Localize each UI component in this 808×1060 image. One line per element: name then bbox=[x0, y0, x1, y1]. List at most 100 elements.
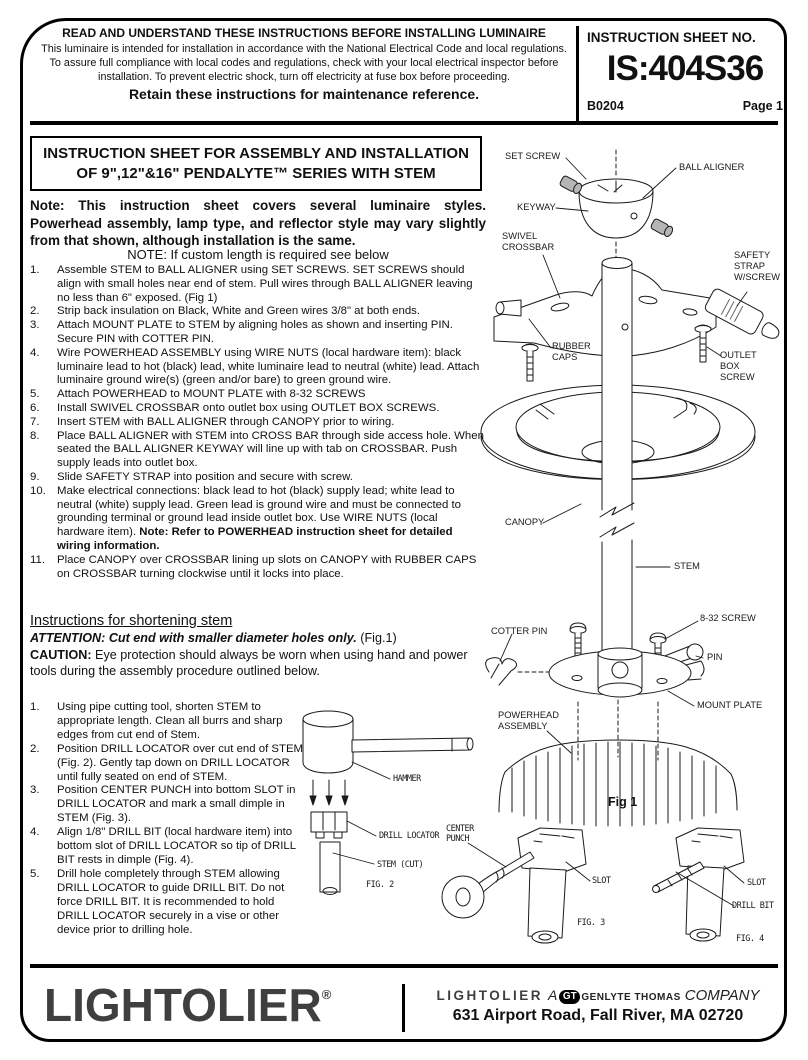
step-number: 5. bbox=[30, 388, 40, 401]
step-number: 3. bbox=[30, 784, 40, 797]
label-cotter-pin: COTTER PIN bbox=[491, 626, 548, 636]
fig3-caption: FIG. 3 bbox=[577, 918, 605, 928]
label-8-32-screw: 8-32 SCREW bbox=[700, 613, 756, 623]
sheet-number-label: INSTRUCTION SHEET NO. bbox=[587, 30, 756, 45]
label-fig4-slot: SLOT bbox=[747, 878, 766, 888]
footer-brand-small: LIGHTOLIER bbox=[436, 988, 543, 1003]
shortening-heading: Instructions for shortening stem bbox=[30, 613, 233, 629]
step-text: Strip back insulation on Black, White an… bbox=[57, 305, 421, 318]
shortening-step-1: 1. Using pipe cutting tool, shorten STEM … bbox=[30, 701, 308, 743]
fig4-caption: FIG. 4 bbox=[736, 934, 764, 944]
footer-genlyte-thomas: GENLYTE THOMAS bbox=[581, 992, 681, 1003]
assembly-step-7: 7. Insert STEM with BALL ALIGNER through … bbox=[30, 416, 488, 430]
step-text: Position CENTER PUNCH into bottom SLOT i… bbox=[57, 784, 296, 825]
step-number: 6. bbox=[30, 401, 40, 414]
step-text: Assemble STEM to BALL ALIGNER using SET … bbox=[57, 264, 473, 304]
step-number: 4. bbox=[30, 346, 40, 359]
step-text: Place BALL ALIGNER with STEM into CROSS … bbox=[57, 429, 484, 470]
step-text: Using pipe cutting tool, shorten STEM to… bbox=[57, 701, 283, 741]
label-stem-cut: STEM (CUT) bbox=[377, 860, 424, 870]
title-line-2: OF 9",12"&16" PENDALYTE™ SERIES WITH STE… bbox=[76, 164, 436, 182]
header-warning-title: READ AND UNDERSTAND THESE INSTRUCTIONS B… bbox=[62, 26, 546, 40]
label-outlet-box-screw: OUTLET BOX SCREW bbox=[720, 350, 757, 383]
label-center-punch: CENTER PUNCH bbox=[446, 824, 474, 844]
step-text: Drill hole completely through STEM allow… bbox=[57, 867, 285, 936]
footer-divider bbox=[402, 984, 405, 1032]
assembly-step-9: 9.Slide SAFETY STRAP into position and s… bbox=[30, 471, 488, 485]
label-mount-plate: MOUNT PLATE bbox=[697, 700, 763, 710]
doc-code: B0204 bbox=[587, 99, 624, 113]
step-number: 8. bbox=[30, 429, 40, 442]
step-number: 3. bbox=[30, 319, 40, 332]
step-text-bold-note: Note: Refer to POWERHEAD instruction she… bbox=[57, 526, 453, 552]
assembly-step-1: 1. Assemble STEM to BALL ALIGNER using SE… bbox=[30, 264, 488, 305]
label-safety-strap: SAFETY STRAP W/SCREW bbox=[734, 250, 780, 283]
custom-length-note: NOTE: If custom length is required see b… bbox=[127, 247, 389, 262]
header-divider bbox=[576, 26, 579, 121]
assembly-step-10: 10. Make electrical connections: black le… bbox=[30, 485, 488, 554]
attention-bold: ATTENTION: Cut end with smaller diameter… bbox=[30, 631, 357, 645]
assembly-steps-list: 1. Assemble STEM to BALL ALIGNER using SE… bbox=[30, 264, 488, 581]
step-text: Place CANOPY over CROSSBAR lining up slo… bbox=[57, 553, 477, 580]
shortening-step-2: 2. Position DRILL LOCATOR over cut end of… bbox=[30, 743, 308, 785]
step-number: 2. bbox=[30, 742, 40, 755]
step-text-normal: Make electrical connections: black lead … bbox=[57, 484, 461, 539]
lightolier-logo: LIGHTOLIER® bbox=[44, 978, 331, 1032]
label-fig3-slot: SLOT bbox=[592, 876, 611, 886]
page-border bbox=[20, 18, 787, 1042]
label-canopy: CANOPY bbox=[505, 517, 545, 527]
header-retain-line: Retain these instructions for maintenanc… bbox=[128, 86, 480, 103]
header-warning-block: READ AND UNDERSTAND THESE INSTRUCTIONS B… bbox=[40, 26, 568, 102]
lightolier-logo-text: LIGHTOLIER bbox=[44, 979, 322, 1031]
label-keyway: KEYWAY bbox=[517, 202, 556, 212]
assembly-step-8: 8. Place BALL ALIGNER with STEM into CROS… bbox=[30, 430, 488, 471]
header-warning-body: This luminaire is intended for installat… bbox=[41, 43, 567, 84]
assembly-step-2: 2.Strip back insulation on Black, White … bbox=[30, 305, 488, 319]
caution-text: Eye protection should always be worn whe… bbox=[30, 648, 468, 679]
step-number: 10. bbox=[30, 484, 46, 497]
step-number: 4. bbox=[30, 826, 40, 839]
step-number: 1. bbox=[30, 264, 40, 276]
header-sheet-number-block: INSTRUCTION SHEET NO. IS:404S36 B0204 Pa… bbox=[587, 30, 783, 113]
title-line-1: INSTRUCTION SHEET FOR ASSEMBLY AND INSTA… bbox=[43, 145, 469, 162]
step-text: Attach MOUNT PLATE to STEM by aligning h… bbox=[57, 319, 453, 345]
fig2-caption: FIG. 2 bbox=[366, 880, 394, 890]
label-hammer: HAMMER bbox=[393, 774, 421, 784]
step-number: 5. bbox=[30, 867, 40, 880]
step-number: 7. bbox=[30, 415, 40, 428]
label-set-screw: SET SCREW bbox=[505, 151, 561, 161]
attention-fig-ref: (Fig.1) bbox=[356, 631, 397, 645]
assembly-step-4: 4. Wire POWERHEAD ASSEMBLY using WIRE NUT… bbox=[30, 347, 488, 388]
step-text: Slide SAFETY STRAP into position and sec… bbox=[57, 470, 353, 483]
step-text: Insert STEM with BALL ALIGNER through CA… bbox=[57, 415, 395, 428]
step-number: 1. bbox=[30, 701, 40, 713]
page-number: Page 1 bbox=[742, 99, 783, 113]
label-ball-aligner: BALL ALIGNER bbox=[679, 162, 745, 172]
shortening-step-4: 4. Align 1/8" DRILL BIT (local hardware i… bbox=[30, 826, 308, 868]
label-swivel-crossbar: SWIVEL CROSSBAR bbox=[502, 231, 555, 253]
step-text: Align 1/8" DRILL BIT (local hardware ite… bbox=[57, 826, 296, 866]
doc-code-row: B0204 Page 1 bbox=[587, 99, 783, 113]
document-title-box: INSTRUCTION SHEET FOR ASSEMBLY AND INSTA… bbox=[30, 136, 482, 191]
caution-paragraph: CAUTION: Eye protection should always be… bbox=[30, 647, 488, 679]
assembly-step-5: 5. Attach POWERHEAD to MOUNT PLATE with 8… bbox=[30, 388, 488, 402]
shortening-steps-list: 1. Using pipe cutting tool, shorten STEM … bbox=[30, 701, 308, 937]
fig1-caption: Fig 1 bbox=[608, 795, 638, 809]
header-rule bbox=[30, 121, 778, 125]
step-text: Wire POWERHEAD ASSEMBLY using WIRE NUTS … bbox=[57, 346, 480, 387]
step-number: 11. bbox=[30, 553, 45, 566]
step-text: Make electrical connections: black lead … bbox=[57, 485, 488, 554]
label-drill-bit: DRILL BIT bbox=[732, 901, 774, 911]
step-text: Attach POWERHEAD to MOUNT PLATE with 8-3… bbox=[57, 388, 366, 401]
step-text: Install SWIVEL CROSSBAR onto outlet box … bbox=[57, 401, 440, 414]
step-text: Position DRILL LOCATOR over cut end of S… bbox=[57, 742, 304, 783]
sheet-number: IS:404S36 bbox=[606, 49, 764, 88]
footer-rule bbox=[30, 964, 778, 968]
caution-label: CAUTION: bbox=[30, 648, 92, 662]
footer-address: 631 Airport Road, Fall River, MA 02720 bbox=[452, 1007, 744, 1024]
genlyte-thomas-gt-icon: GT bbox=[559, 990, 581, 1004]
assembly-step-11: 11. Place CANOPY over CROSSBAR lining up … bbox=[30, 554, 488, 582]
footer-company-word: COMPANY bbox=[684, 987, 760, 1004]
